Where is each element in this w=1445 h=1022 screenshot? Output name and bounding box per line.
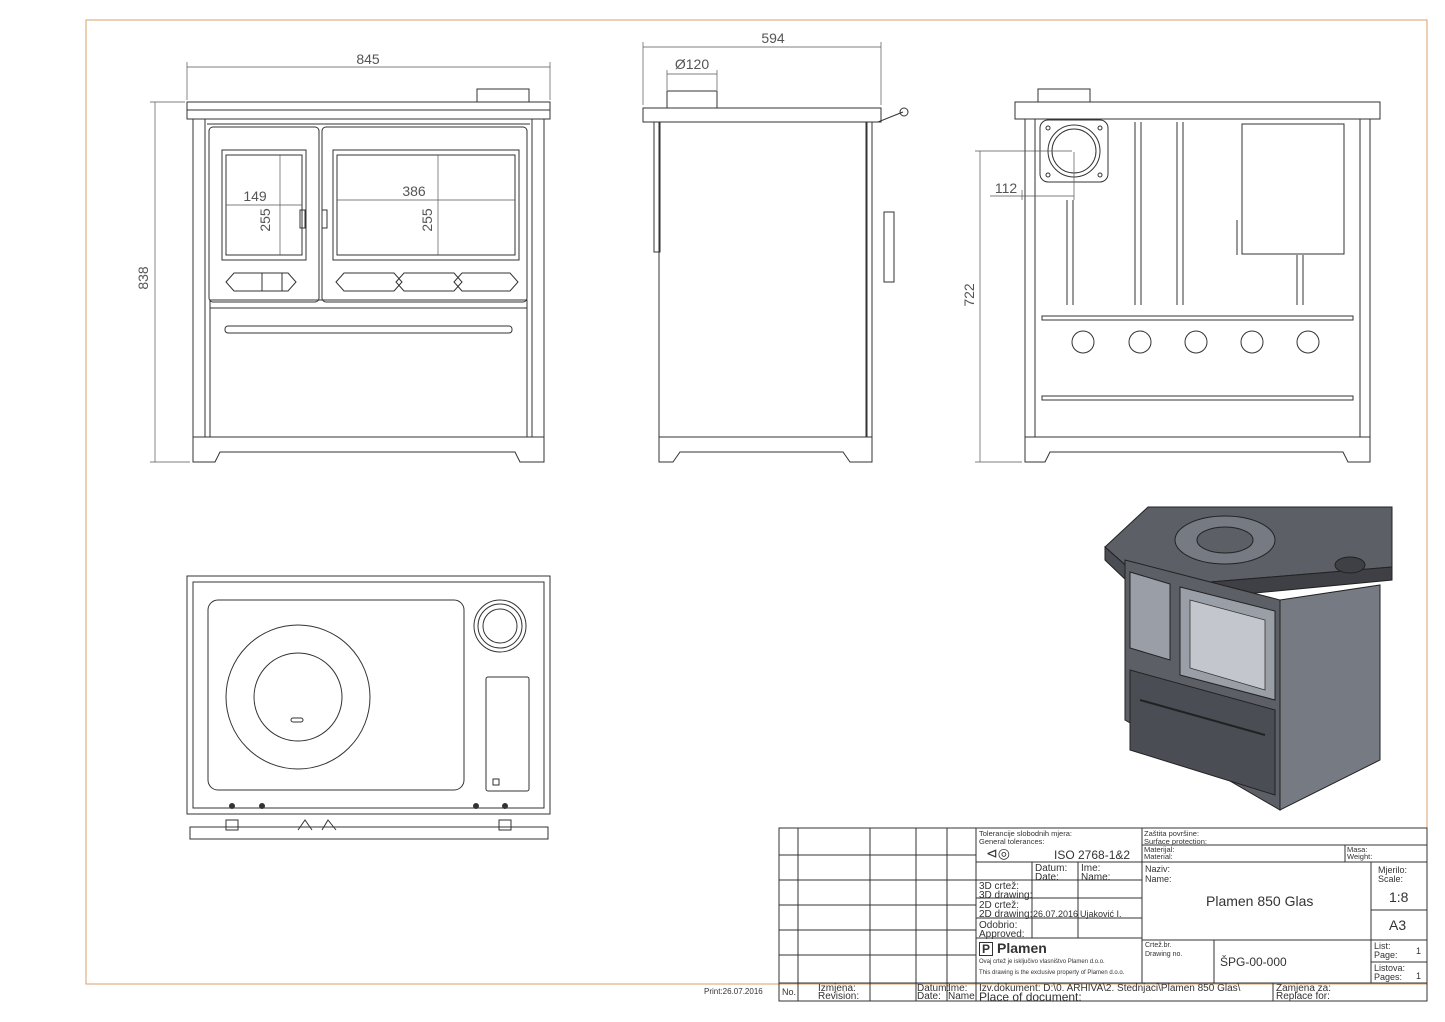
- sheets-label-en: Pages:: [1374, 972, 1403, 982]
- property-note-en: This drawing is the exclusive property o…: [979, 970, 1125, 976]
- sheet-border: [85, 19, 1428, 985]
- dim-oven-height: 255: [419, 208, 435, 232]
- sheets-value: 1: [1416, 971, 1422, 981]
- material-label-en: Material:: [1144, 852, 1173, 861]
- top-view: [186, 575, 551, 840]
- drawing3d-label-hr: 3D crtež:: [979, 881, 1020, 892]
- revision-date-hr: Datum:: [917, 983, 950, 994]
- rear-dimensions: [975, 150, 1075, 463]
- side-view: [642, 90, 909, 463]
- date-label-en: Date:: [1035, 872, 1059, 883]
- approved-label-en: Approved:: [979, 929, 1025, 940]
- tolerance-label-en: General tolerances:: [979, 837, 1045, 846]
- scale-label-en: Scale:: [1378, 874, 1404, 884]
- paper-format: A3: [1389, 917, 1407, 933]
- dim-flue-height: 722: [961, 283, 977, 307]
- drawing-number: ŠPG-00-000: [1220, 955, 1287, 969]
- title-block: [778, 827, 1428, 1002]
- rear-view: [1014, 88, 1381, 463]
- tolerance-label-hr: Tolerancije slobodnih mjera:: [979, 829, 1072, 838]
- scale-label-hr: Mjerilo:: [1378, 865, 1408, 875]
- side-dimensions: [642, 42, 882, 105]
- sheet-label-hr: List:: [1374, 941, 1391, 951]
- surface-label-hr: Zaštita površine:: [1144, 829, 1200, 838]
- replace-label-hr: Zamjena za:: [1276, 983, 1332, 994]
- mass-label-en: Weight:: [1347, 852, 1373, 861]
- dim-left-door-width: 149: [243, 188, 267, 204]
- sheet-label-en: Page:: [1374, 950, 1398, 960]
- title-label-en: Name:: [1145, 874, 1172, 884]
- revision-change-en: Revision:: [818, 991, 860, 1002]
- date-label-hr: Datum:: [1035, 863, 1068, 874]
- dim-oven-width: 386: [402, 183, 426, 199]
- property-note-hr: Ovaj crtež je isključivo vlasništvo Plam…: [979, 959, 1105, 965]
- name-label-en: Name:: [1081, 872, 1111, 883]
- scale-value: 1:8: [1389, 889, 1409, 905]
- drawing2d-label-hr: 2D crtež:: [979, 900, 1020, 911]
- drawing2d-date: 26.07.2016: [1033, 909, 1079, 919]
- sheet-value: 1: [1416, 946, 1422, 956]
- tolerance-value: ISO 2768-1&2: [1054, 848, 1131, 862]
- drawing-title: Plamen 850 Glas: [1206, 893, 1314, 909]
- front-view: [186, 88, 551, 463]
- replace-label-en: Replace for:: [1276, 991, 1330, 1002]
- dim-front-width: 845: [356, 51, 380, 67]
- company-logo-icon: P: [979, 942, 994, 956]
- approved-label-hr: Odobrio:: [979, 920, 1018, 931]
- name-label-hr: Ime:: [1081, 863, 1101, 874]
- drawing2d-label-en: 2D drawing:: [979, 909, 1033, 920]
- dim-left-door-height: 255: [257, 208, 273, 232]
- source-document-hr: Izv.dokument: D:\0. ARHIVA\2. Stednjaci\…: [979, 983, 1241, 994]
- revision-no-label: No.: [782, 987, 797, 997]
- revision-date-en: Date:: [917, 991, 941, 1002]
- dim-front-height: 838: [135, 266, 151, 290]
- dim-side-depth: 594: [761, 30, 785, 46]
- revision-name-hr: Ime:: [948, 983, 968, 994]
- drawing3d-label-en: 3D drawing:: [979, 890, 1033, 901]
- mass-label-hr: Masa:: [1347, 845, 1368, 854]
- print-date: Print:26.07.2016: [704, 987, 763, 996]
- company-name: Plamen: [997, 940, 1047, 956]
- drawing-no-label-hr: Crtež.br.: [1145, 942, 1172, 949]
- revision-name-en: Name:: [948, 991, 978, 1002]
- dim-flue-diameter: Ø120: [675, 56, 709, 72]
- drawing-no-label-en: Drawing no.: [1145, 951, 1183, 958]
- sheets-label-hr: Listova:: [1374, 963, 1406, 973]
- front-dimensions: [150, 62, 551, 463]
- material-label-hr: Materijal:: [1144, 845, 1175, 854]
- title-label-hr: Naziv:: [1145, 864, 1171, 874]
- dim-flue-offset: 112: [995, 180, 1018, 196]
- revision-change-hr: Izmjena:: [818, 983, 856, 994]
- stove-3d-render: [1104, 506, 1393, 811]
- tolerance-symbol-icon: ⊲◎: [986, 845, 1010, 861]
- source-document-en: Place of document:: [979, 990, 1082, 1004]
- surface-label-en: Surface protection:: [1144, 837, 1207, 846]
- drawing2d-name: Ujaković I.: [1080, 909, 1122, 919]
